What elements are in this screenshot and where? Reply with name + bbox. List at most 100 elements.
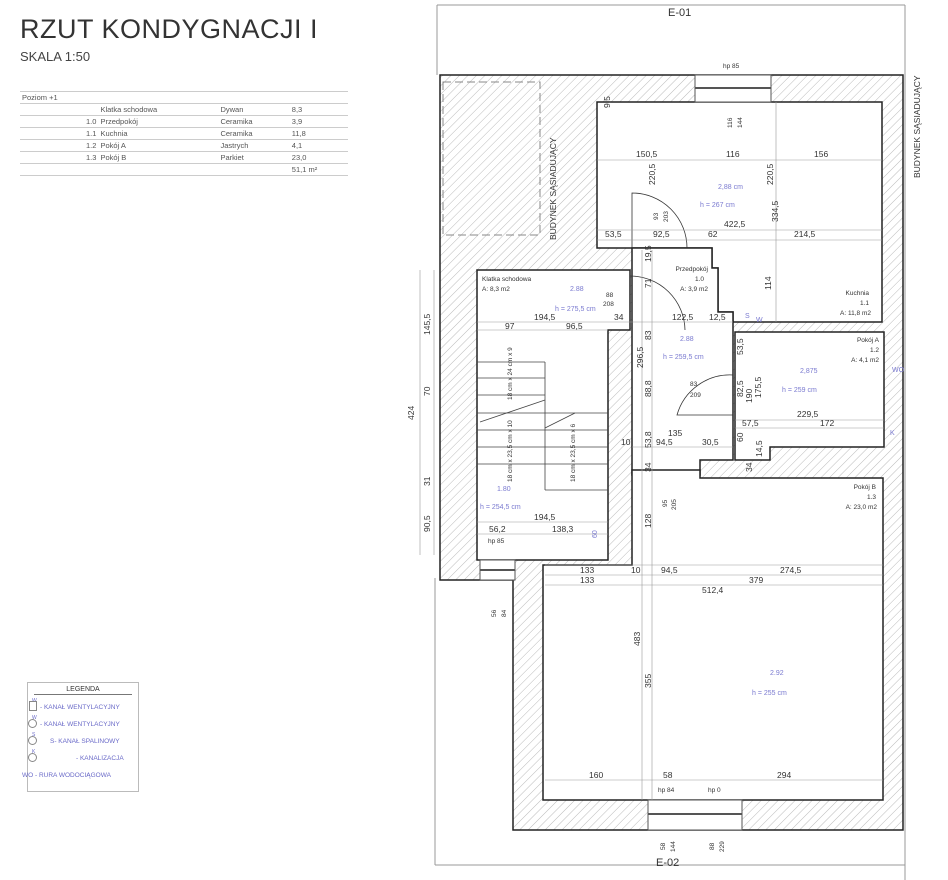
elevation-bottom-label: E-02 <box>656 857 679 869</box>
dim: 194,5 <box>534 312 556 322</box>
hp-label: hp 85 <box>723 63 740 70</box>
dim: 209 <box>690 392 701 399</box>
room-height: h = 267 cm <box>700 202 735 209</box>
cell: 1.3 <box>20 151 99 164</box>
cell: 11,8 <box>289 127 348 140</box>
level-label: Poziom +1 <box>20 91 348 104</box>
hp-label: hp 84 <box>658 787 675 794</box>
dim: 150,5 <box>636 149 658 159</box>
sewer-icon <box>28 753 37 762</box>
dim: 512,4 <box>702 585 724 595</box>
room-area: A: 11,8 m2 <box>840 310 871 317</box>
room-name: Pokój A <box>857 337 880 344</box>
legend-mark: W <box>32 715 37 721</box>
legend-item: W- KANAŁ WENTYLACYJNY <box>28 695 138 712</box>
dim: 220,5 <box>765 163 775 185</box>
cell: Ceramika <box>218 127 290 140</box>
dim: 194,5 <box>534 512 556 522</box>
cell: 8,3 <box>289 103 348 116</box>
level-mark: 2.92 <box>770 670 784 677</box>
dim: 144 <box>670 841 677 852</box>
doors <box>629 192 734 416</box>
cell: Przedpokój <box>98 115 219 128</box>
dim: 483 <box>632 632 642 646</box>
dim: 53,8 <box>643 431 653 448</box>
dim: 88 <box>709 842 716 850</box>
room-area: A: 23,0 m2 <box>846 504 878 511</box>
room-number: 1.0 <box>695 276 704 283</box>
room-height: h = 275,5 cm <box>555 306 596 313</box>
stair-spec: 18 cm x 23,5 cm x 10 <box>507 420 514 482</box>
legend-title: LEGENDA <box>34 686 132 695</box>
dim: 114 <box>763 276 773 290</box>
dim: 156 <box>814 149 828 159</box>
sewer-symbol: K <box>890 430 895 437</box>
dim: 34 <box>643 462 653 472</box>
dim: 90,5 <box>422 515 432 532</box>
dim: 62 <box>708 229 718 239</box>
dim: 84 <box>501 609 508 617</box>
dim: 190 <box>744 389 754 403</box>
cell: Pokój B <box>98 151 219 164</box>
elevation-top-label: E-01 <box>668 7 691 19</box>
legend-label: - KANALIZACJA <box>76 755 124 762</box>
room-height: h = 254,5 cm <box>480 504 521 511</box>
flue-symbol: S <box>745 313 750 320</box>
cell: 1.2 <box>20 139 99 152</box>
dim: 83 <box>643 330 653 340</box>
dimension-lines <box>419 102 884 800</box>
room-number: 1.2 <box>870 347 879 354</box>
dim: 229 <box>719 841 726 852</box>
dim: 172 <box>820 418 834 428</box>
cell: Parkiet <box>218 151 290 164</box>
room-number: 1.1 <box>860 300 869 307</box>
dim: 296,5 <box>635 346 645 368</box>
door-swing-room-a <box>676 374 734 416</box>
legend-label: WO - RURA WODOCIĄGOWA <box>22 772 111 779</box>
room-area: A: 3,9 m2 <box>680 286 708 293</box>
room-labels: Klatka schodowa A: 8,3 m2 Przedpokój 1.0… <box>482 266 880 511</box>
stair-spec: 18 cm x 24 cm x 9 <box>507 347 514 400</box>
room-height: h = 259,5 cm <box>663 354 704 361</box>
room-name: Kuchnia <box>846 290 870 297</box>
dim: 88,8 <box>643 380 653 397</box>
dim: 214,5 <box>794 229 816 239</box>
table-row: Poziom +1 <box>20 91 348 104</box>
dim: 34 <box>614 312 624 322</box>
dim: 355 <box>643 674 653 688</box>
dim: 203 <box>663 211 670 222</box>
level-marks: 2,88 cm h = 267 cm 2.88 h = 275,5 cm 2.8… <box>480 184 905 697</box>
cell: Klatka schodowa <box>98 103 219 116</box>
level-mark: 2.88 <box>570 286 584 293</box>
dim: 34 <box>744 462 754 472</box>
cell: Pokój A <box>98 139 219 152</box>
level-mark: 1.80 <box>497 486 511 493</box>
cell: Kuchnia <box>98 127 219 140</box>
dim: 422,5 <box>724 219 746 229</box>
dim: 424 <box>406 406 416 420</box>
neighbor-label-right: BUDYNEK SĄSIADUJĄCY <box>912 75 922 178</box>
cell: 4,1 <box>289 139 348 152</box>
cell: 23,0 <box>289 151 348 164</box>
dim: 71 <box>643 278 653 288</box>
dim: 9,5 <box>602 96 612 108</box>
cell: Jastrych <box>218 139 290 152</box>
dim: 53,5 <box>605 229 622 239</box>
dim: 97 <box>505 321 515 331</box>
cell: 3,9 <box>289 115 348 128</box>
dim: 56 <box>491 609 498 617</box>
cell: 1.0 <box>20 115 99 128</box>
dim: 379 <box>749 575 763 585</box>
page-title: RZUT KONDYGNACJI I <box>20 14 319 44</box>
dim: 58 <box>663 770 673 780</box>
room-name: Pokój B <box>854 484 876 491</box>
legend-item: W- KANAŁ WENTYLACYJNY <box>28 712 138 729</box>
dim: 205 <box>671 499 678 510</box>
legend-label: - KANAŁ WENTYLACYJNY <box>40 704 120 711</box>
neighbor-building-outline <box>442 81 541 236</box>
dim: 56,2 <box>489 524 506 534</box>
